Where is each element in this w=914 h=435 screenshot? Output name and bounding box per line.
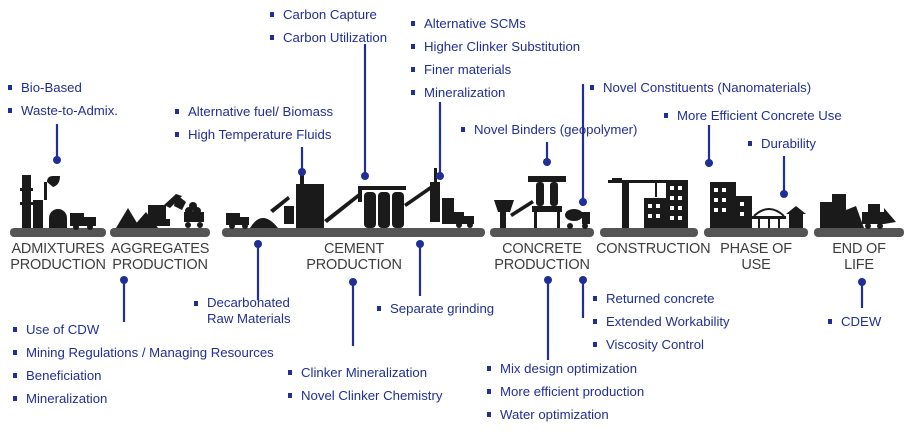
connector-clinker	[349, 278, 357, 346]
excavator-icon	[116, 194, 204, 228]
list-item: Water optimization	[487, 403, 644, 426]
list-item: Novel Clinker Chemistry	[288, 384, 442, 407]
city-bridge-icon	[710, 182, 806, 228]
list-item: Mining Regulations / Managing Resources	[13, 341, 274, 364]
list-item: Finer materials	[411, 58, 580, 81]
list-item: Mix design optimization	[487, 357, 644, 380]
stage-bar-use	[704, 228, 808, 237]
stage-line: CONCRETE	[490, 241, 594, 257]
list-item: Carbon Utilization	[270, 26, 387, 49]
list-item: Mineralization	[411, 81, 580, 104]
stage-bar-cement	[222, 228, 485, 237]
connector-decarb	[254, 240, 262, 300]
list-item: Viscosity Control	[593, 333, 730, 356]
connector-grinding	[416, 240, 424, 296]
connector-returned	[579, 276, 587, 318]
list-item: Higher Clinker Substitution	[411, 35, 580, 58]
cement-carbon-innovations: Carbon Capture Carbon Utilization	[270, 3, 387, 49]
list-item: Novel Binders (geopolymer)	[461, 118, 637, 141]
list-item: Bio-Based	[8, 76, 118, 99]
list-item: Decarbonated Raw Materials	[194, 295, 306, 327]
stage-label-aggregates: AGGREGATES PRODUCTION	[106, 241, 214, 273]
stage-line: PRODUCTION	[106, 257, 214, 273]
connector-fuel	[298, 147, 306, 176]
list-item: Clinker Mineralization	[288, 361, 442, 384]
stage-bar-construction	[600, 228, 698, 237]
use-durability-innovations: Durability	[748, 132, 816, 155]
list-item: Separate grinding	[377, 297, 494, 320]
list-item: Waste-to-Admix.	[8, 99, 118, 122]
stage-bar-concrete	[490, 228, 594, 237]
stage-line: CEMENT	[298, 241, 410, 257]
stage-line: CONSTRUCTION	[596, 241, 702, 257]
list-item: Durability	[748, 132, 816, 155]
aggregates-innovations: Use of CDW Mining Regulations / Managing…	[13, 318, 274, 410]
connector-mix	[544, 276, 552, 360]
cement-clinker-innovations: Clinker Mineralization Novel Clinker Che…	[288, 361, 442, 407]
stage-label-concrete: CONCRETE PRODUCTION	[490, 241, 594, 273]
connector-carbon	[361, 44, 369, 180]
crane-buildings-icon	[608, 178, 688, 228]
connector-binders	[543, 142, 551, 166]
list-item: More efficient production	[487, 380, 644, 403]
list-item: Novel Constituents (Nanomaterials)	[590, 76, 811, 99]
stage-line: LIFE	[814, 257, 904, 273]
stage-line: PRODUCTION	[490, 257, 594, 273]
stage-line: AGGREGATES	[106, 241, 214, 257]
eol-innovations: CDEW	[828, 310, 881, 333]
stage-line: END OF	[814, 241, 904, 257]
stage-line: ADMIXTURES	[6, 241, 110, 257]
list-item: High Temperature Fluids	[175, 123, 333, 146]
list-item: Alternative fuel/ Biomass	[175, 100, 333, 123]
cement-decarb-innovations: Decarbonated Raw Materials	[194, 295, 306, 327]
connector-durability	[780, 156, 788, 198]
cement-grinding-innovations: Separate grinding	[377, 297, 494, 320]
admix-innovations: Bio-Based Waste-to-Admix.	[8, 76, 118, 122]
list-item: Carbon Capture	[270, 3, 387, 26]
list-item: More Efficient Concrete Use	[664, 104, 842, 127]
list-item: Returned concrete	[593, 287, 730, 310]
connector-aggregates-bottom	[120, 276, 128, 322]
stage-line: PHASE OF	[704, 241, 808, 257]
chemical-plant-icon	[20, 175, 96, 230]
stage-bar-aggregates	[110, 228, 210, 237]
list-item: Extended Workability	[593, 310, 730, 333]
concrete-constituents-innovations: Novel Constituents (Nanomaterials)	[590, 76, 811, 99]
demolition-icon	[820, 194, 896, 229]
concrete-returned-innovations: Returned concrete Extended Workability V…	[593, 287, 730, 356]
list-item: Alternative SCMs	[411, 12, 580, 35]
concrete-plant-icon	[494, 176, 590, 229]
cement-fuel-innovations: Alternative fuel/ Biomass High Temperatu…	[175, 100, 333, 146]
connector-scm	[436, 102, 444, 180]
stage-line: PRODUCTION	[298, 257, 410, 273]
stage-label-phase-of-use: PHASE OF USE	[704, 241, 808, 273]
connector-efficiency	[705, 125, 713, 167]
list-item: Mineralization	[13, 387, 274, 410]
stage-label-admixtures: ADMIXTURES PRODUCTION	[6, 241, 110, 273]
connector-constituents	[579, 84, 587, 206]
stage-line: PRODUCTION	[6, 257, 110, 273]
use-efficiency-innovations: More Efficient Concrete Use	[664, 104, 842, 127]
connector-admix-top	[53, 124, 61, 164]
connector-eol	[858, 278, 866, 308]
list-item: Beneficiation	[13, 364, 274, 387]
concrete-binders-innovations: Novel Binders (geopolymer)	[461, 118, 637, 141]
list-item: CDEW	[828, 310, 881, 333]
stage-label-construction: CONSTRUCTION	[596, 241, 702, 257]
cement-scm-innovations: Alternative SCMs Higher Clinker Substitu…	[411, 12, 580, 104]
stage-label-cement: CEMENT PRODUCTION	[298, 241, 410, 273]
stage-line: USE	[704, 257, 808, 273]
stage-label-end-of-life: END OF LIFE	[814, 241, 904, 273]
concrete-mix-innovations: Mix design optimization More efficient p…	[487, 357, 644, 426]
stage-bar-eol	[814, 228, 904, 237]
